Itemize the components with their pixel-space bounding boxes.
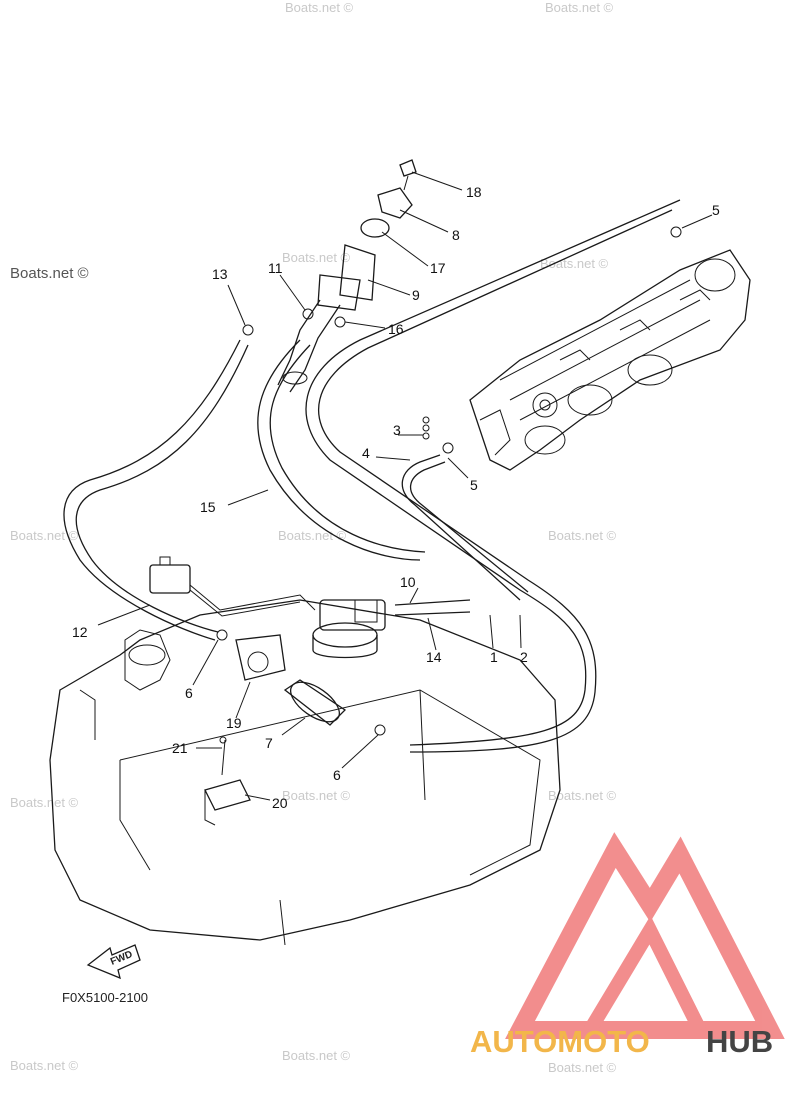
watermark-repeat: Boats.net ©	[285, 0, 354, 15]
watermark-repeat: Boats.net ©	[282, 788, 351, 803]
watermark-repeat: Boats.net ©	[10, 795, 79, 810]
callout-11: 11	[268, 260, 283, 276]
callout-14: 14	[426, 649, 442, 665]
callout-5-lower: 5	[470, 477, 478, 493]
brand-part-2: HUB	[706, 1024, 773, 1059]
fuel-filter	[204, 634, 347, 826]
callout-3: 3	[393, 422, 401, 438]
watermark-repeat: Boats.net ©	[540, 256, 609, 271]
watermark-repeat: Boats.net ©	[548, 528, 617, 543]
background-watermarks: Boats.net © Boats.net © Boats.net © Boat…	[10, 0, 617, 1075]
callout-6-right: 6	[333, 767, 341, 783]
watermark-repeat: Boats.net ©	[282, 250, 351, 265]
forward-arrow: FWD	[86, 944, 141, 980]
brand-wordmark: AUTOMOTO HUB	[470, 1024, 773, 1059]
callout-20: 20	[272, 795, 288, 811]
hose-clamps	[216, 226, 682, 736]
callout-4: 4	[362, 445, 370, 461]
callout-19: 19	[226, 715, 242, 731]
callout-9: 9	[412, 287, 420, 303]
fuel-tank	[49, 599, 561, 946]
callout-5-upper: 5	[712, 202, 720, 218]
watermark-repeat: Boats.net ©	[278, 528, 347, 543]
callout-1: 1	[490, 649, 498, 665]
callout-21: 21	[172, 740, 188, 756]
callout-10: 10	[400, 574, 416, 590]
drawing-code: F0X5100-2100	[62, 990, 148, 1005]
brand-part-1: AUTOMOTO	[470, 1024, 650, 1059]
automotohub-logo	[505, 832, 785, 1039]
leader-lines	[97, 171, 713, 801]
callout-15: 15	[200, 499, 216, 515]
callout-17: 17	[430, 260, 446, 276]
fuel-pump	[149, 556, 386, 659]
callout-12: 12	[72, 624, 88, 640]
watermark-main: Boats.net ©	[10, 265, 89, 282]
callout-8: 8	[452, 227, 460, 243]
watermark-repeat: Boats.net ©	[10, 1058, 79, 1073]
pressure-regulator	[277, 159, 417, 393]
callout-16: 16	[388, 321, 404, 337]
callout-7: 7	[265, 735, 273, 751]
watermark-repeat: Boats.net ©	[545, 0, 614, 15]
callout-2: 2	[520, 649, 528, 665]
hoses	[63, 199, 681, 753]
watermark-repeat: Boats.net ©	[10, 528, 79, 543]
intake-manifold	[469, 249, 751, 471]
watermark-repeat: Boats.net ©	[282, 1048, 351, 1063]
callout-labels: 1 2 3 4 5 5 6 6 7 8 9 10 11 12 13 14 15 …	[72, 184, 720, 811]
callout-18: 18	[466, 184, 482, 200]
callout-6-left: 6	[185, 685, 193, 701]
watermark-repeat: Boats.net ©	[548, 788, 617, 803]
callout-13: 13	[212, 266, 228, 282]
watermark-repeat: Boats.net ©	[548, 1060, 617, 1075]
